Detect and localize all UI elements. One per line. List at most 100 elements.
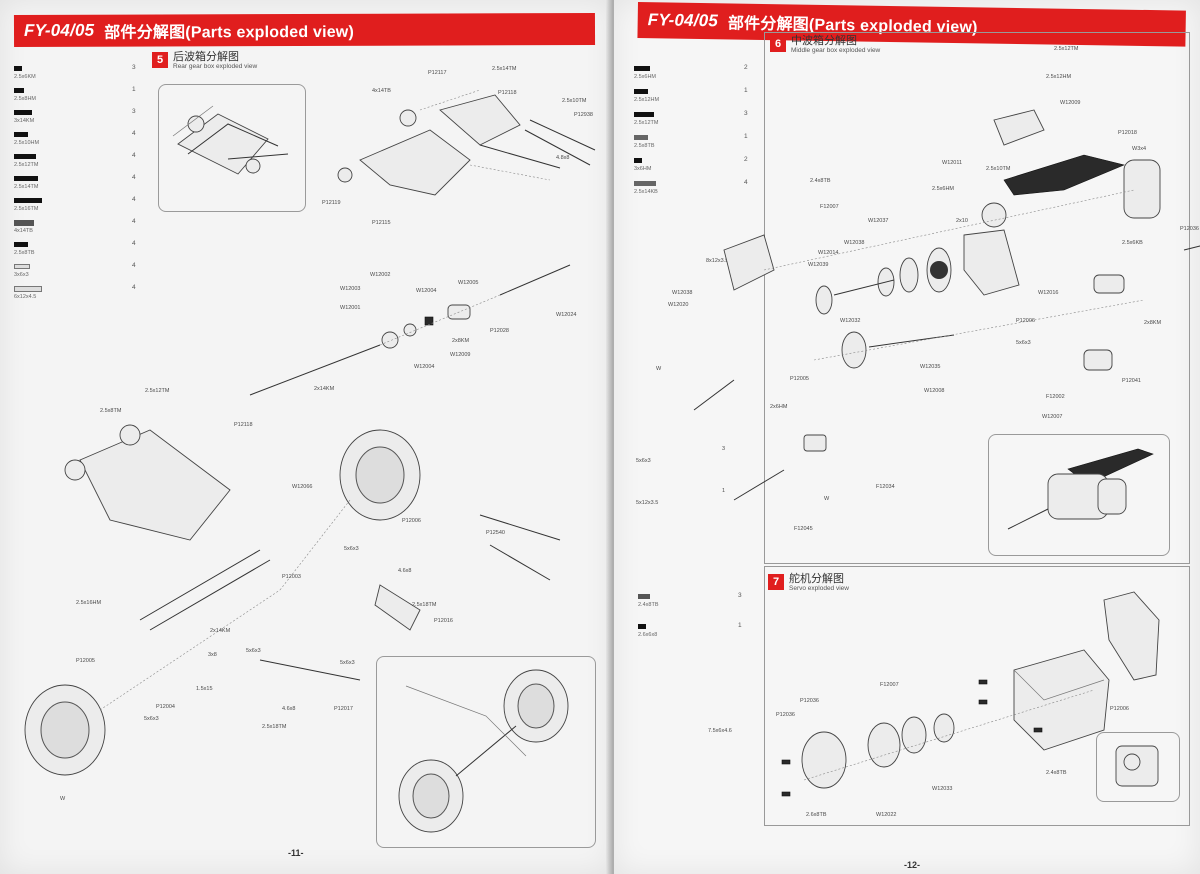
middle-gearbox-inset	[988, 434, 1170, 556]
part-label: W12022	[876, 812, 897, 818]
legend-qty: 4	[132, 130, 136, 137]
rear-axle-assembly-drawing	[24, 424, 561, 776]
extra-qty: 3	[722, 446, 726, 452]
rear-arm-exploded-drawing	[337, 89, 596, 196]
part-label: 5x6x3	[144, 716, 159, 722]
legend-qty: 1	[132, 86, 136, 93]
legend-qty: 2	[744, 64, 748, 71]
part-label: W12009	[450, 352, 471, 358]
legend-qty: 1	[744, 87, 748, 94]
section-7-box	[764, 566, 1190, 826]
part-label: 2x8KM	[1144, 320, 1162, 326]
servo-exploded-drawing	[781, 591, 1160, 797]
part-label: P12118	[234, 422, 253, 428]
part-label: 2.4x8TB	[810, 178, 831, 184]
part-label: P12036	[800, 698, 819, 704]
servo-inset-drawing	[1115, 745, 1159, 787]
part-label: 2.5x8TM	[100, 408, 122, 414]
part-label: P12041	[1122, 378, 1141, 384]
legend-spec: 2.5x14KB	[634, 189, 658, 195]
legend-qty: 3	[744, 110, 748, 117]
part-label: P12938	[574, 112, 593, 118]
legend-qty: 3	[132, 108, 136, 115]
legend-qty: 4	[132, 196, 136, 203]
legend-spec: 2.5x8TB	[634, 143, 655, 149]
part-label: W12038	[672, 290, 693, 296]
rear-axle-inset	[376, 656, 596, 848]
part-label: 4.6x8	[282, 706, 296, 712]
part-label: 2.5x16HM	[76, 600, 102, 606]
legend-qty: 1	[744, 133, 748, 140]
legend-qty: 3	[132, 64, 136, 71]
section-6-heading: 6 中波箱分解图 Middle gear box exploded view	[770, 36, 880, 56]
part-label: 2.5x18TM	[262, 724, 287, 730]
section-6-title-en: Middle gear box exploded view	[791, 47, 881, 54]
extra-spec: W	[656, 366, 662, 372]
servo-inset	[1096, 732, 1180, 802]
part-label: 4x14TB	[372, 88, 391, 94]
legend-qty: 4	[132, 284, 136, 291]
section-5-heading: 5 后波箱分解图 Rear gear box exploded view	[152, 52, 257, 72]
part-label: 1.5x15	[196, 686, 213, 692]
extra-qty: 1	[722, 488, 726, 494]
section-6-box	[764, 32, 1190, 564]
rear-gearbox-inset-drawing	[172, 105, 289, 175]
part-label: W12035	[920, 364, 941, 370]
part-label: P12003	[282, 574, 301, 580]
part-label: 2x10	[956, 218, 968, 224]
legend-spec: 2.5x6KM	[14, 74, 36, 80]
part-label: 2x6HM	[770, 404, 788, 410]
part-label: P12018	[1118, 130, 1137, 136]
legend-spec: 2.6x6x8	[638, 632, 658, 638]
part-label: 2.5x10TM	[986, 166, 1011, 172]
left-page: FY-04/05 部件分解图(Parts exploded view) 5 后波…	[0, 0, 612, 874]
part-label: 2.5x12HM	[1046, 74, 1072, 80]
part-label: 2x14KM	[210, 628, 231, 634]
legend-spec: 2.5x8HM	[14, 96, 37, 102]
part-label: 2.5x18TM	[412, 602, 437, 608]
part-label: 2.4x8TB	[1046, 770, 1067, 776]
part-label: 2x14KM	[314, 386, 335, 392]
part-label: F12034	[876, 484, 895, 490]
part-label: 2.5x10TM	[562, 98, 587, 104]
banner-model: FY-04/05	[23, 20, 95, 40]
legend-spec: 2.5x12HM	[634, 97, 660, 103]
part-label: P12036	[1180, 226, 1199, 232]
section-7-title-en: Servo exploded view	[789, 585, 849, 592]
part-label: 5x6x3	[340, 660, 355, 666]
part-label: F12002	[1046, 394, 1065, 400]
part-label: W3x4	[1132, 146, 1147, 152]
part-label: P12017	[334, 706, 353, 712]
part-label: F12007	[820, 204, 839, 210]
part-label: W12009	[1060, 100, 1081, 106]
legend-qty: 1	[738, 622, 742, 629]
part-label: W12004	[416, 288, 437, 294]
part-label: P12119	[322, 200, 341, 206]
part-label: 3x8	[208, 652, 217, 658]
part-label: W12020	[668, 302, 689, 308]
legend-qty: 4	[132, 240, 136, 247]
part-label: 2x8KM	[452, 338, 470, 344]
part-label: 2.5x6KB	[1122, 240, 1143, 246]
legend-spec: 2.5x14TM	[14, 184, 39, 190]
section-7-number: 7	[768, 574, 784, 590]
part-label: P12540	[486, 530, 505, 536]
middle-gearbox-exploded-drawing	[693, 109, 1200, 501]
part-label: P12016	[434, 618, 453, 624]
legend-qty: 2	[744, 156, 748, 163]
legend-qty: 3	[738, 592, 742, 599]
drive-shaft-exploded-drawing	[249, 264, 571, 396]
legend-row: 2.5x8TB 1	[634, 133, 764, 156]
part-label: W12008	[924, 388, 945, 394]
part-label: P12006	[402, 518, 421, 524]
left-page-number: -11-	[288, 848, 304, 858]
